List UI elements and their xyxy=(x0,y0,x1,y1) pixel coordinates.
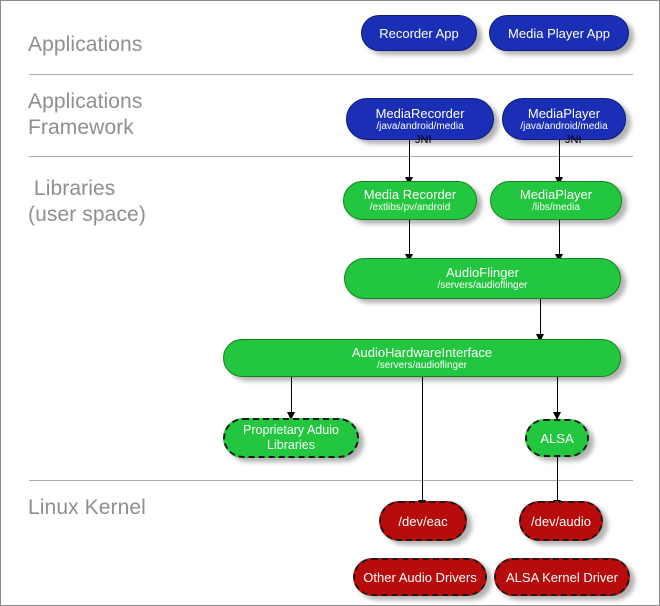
arrowhead-audiohw-proprietary xyxy=(287,412,296,420)
connector-mediaplayer-audioflinger xyxy=(559,219,561,261)
node-dev-eac-title: /dev/eac xyxy=(398,513,448,529)
arrowhead-audiohw-alsa xyxy=(553,412,562,420)
connector-mediaplayer-jni xyxy=(559,139,561,184)
connector-label-jni-left: JNI xyxy=(415,134,432,146)
node-audiohardwareinterface-subtitle: /servers/audioflinger xyxy=(376,359,468,371)
layer-label-libraries: Libraries (user space) xyxy=(28,177,146,226)
node-recorder-app[interactable]: Recorder App xyxy=(361,15,477,51)
connector-audiohw-proprietary xyxy=(291,377,293,419)
node-mediarecorder-library-subtitle: /extlibs/pv/android xyxy=(369,202,451,213)
node-mediaplayer-framework[interactable]: MediaPlayer /java/android/media xyxy=(502,98,626,140)
divider-kernel xyxy=(29,480,633,481)
connector-audiohw-alsa xyxy=(557,377,559,419)
node-alsa-kernel-driver[interactable]: ALSA Kernel Driver xyxy=(494,558,630,596)
node-mediaplayer-framework-title: MediaPlayer xyxy=(527,105,601,121)
arrowhead-audioflinger-audiohardwareinterface xyxy=(536,334,545,342)
node-audioflinger[interactable]: AudioFlinger /servers/audioflinger xyxy=(344,258,621,299)
node-proprietary-audio-libraries[interactable]: Proprietary Aduio Libraries xyxy=(223,418,359,458)
node-mediarecorder-framework[interactable]: MediaRecorder /java/android/media xyxy=(346,98,494,140)
node-mediaplayer-framework-subtitle: /java/android/media xyxy=(520,120,608,132)
node-proprietary-audio-libraries-title: Proprietary Aduio Libraries xyxy=(243,423,339,452)
node-mediaplayer-library-title: MediaPlayer xyxy=(519,187,593,202)
node-alsa-kernel-driver-title: ALSA Kernel Driver xyxy=(506,569,618,585)
connector-audiohw-deveac xyxy=(422,377,424,507)
node-audioflinger-title: AudioFlinger xyxy=(446,265,519,280)
connector-alsa-devaudio xyxy=(557,456,559,506)
node-audioflinger-subtitle: /servers/audioflinger xyxy=(437,280,528,291)
node-mediarecorder-framework-title: MediaRecorder xyxy=(375,105,465,121)
layer-label-applications-framework: Applications Framework xyxy=(28,90,143,139)
node-other-audio-drivers[interactable]: Other Audio Drivers xyxy=(353,558,487,596)
node-dev-audio-title: /dev/audio xyxy=(531,513,591,529)
node-mediarecorder-library[interactable]: Media Recorder /extlibs/pv/android xyxy=(343,181,477,220)
connector-mediarecorder-audioflinger xyxy=(409,219,411,261)
divider-applications xyxy=(29,74,633,75)
node-other-audio-drivers-title: Other Audio Drivers xyxy=(363,569,477,585)
node-mediaplayer-library[interactable]: MediaPlayer /libs/media xyxy=(490,181,622,220)
divider-framework xyxy=(29,156,633,157)
node-audiohardwareinterface[interactable]: AudioHardwareInterface /servers/audiofli… xyxy=(223,339,621,377)
connector-mediarecorder-jni xyxy=(409,139,411,184)
node-audiohardwareinterface-title: AudioHardwareInterface xyxy=(351,344,493,360)
node-mediarecorder-framework-subtitle: /java/android/media xyxy=(376,120,464,132)
node-dev-audio[interactable]: /dev/audio xyxy=(519,501,603,541)
layer-label-linux-kernel: Linux Kernel xyxy=(28,496,146,519)
node-mediaplayer-library-subtitle: /libs/media xyxy=(532,202,580,213)
node-media-player-app[interactable]: Media Player App xyxy=(489,15,629,51)
node-dev-eac[interactable]: /dev/eac xyxy=(379,501,467,541)
connector-label-jni-right: JNI xyxy=(565,134,582,146)
node-alsa[interactable]: ALSA xyxy=(525,419,589,457)
node-media-player-app-title: Media Player App xyxy=(508,25,610,41)
node-alsa-title: ALSA xyxy=(540,430,574,446)
connector-audioflinger-audiohardwareinterface xyxy=(540,299,542,341)
node-mediarecorder-library-title: Media Recorder xyxy=(363,187,457,202)
layer-label-applications: Applications xyxy=(28,33,143,56)
node-recorder-app-title: Recorder App xyxy=(379,25,459,41)
